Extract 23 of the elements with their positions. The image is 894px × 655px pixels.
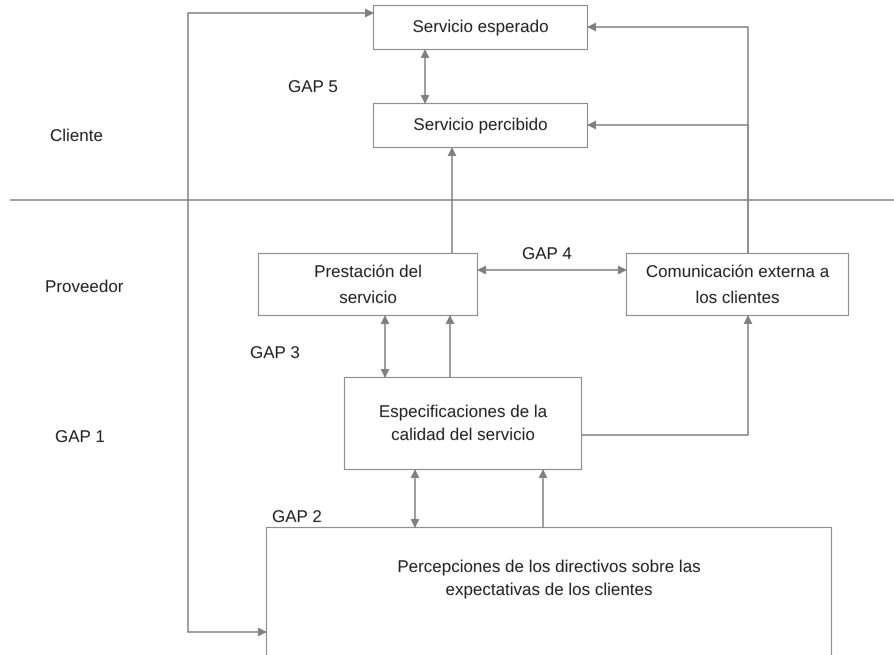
arrow [448, 147, 456, 253]
arrow [410, 469, 420, 528]
process-box: Comunicación externa a los clientes [626, 253, 849, 316]
gap-label: GAP 5 [288, 77, 338, 97]
arrow [420, 49, 430, 104]
arrow [477, 266, 627, 274]
arrow [587, 120, 749, 253]
section-label: Cliente [50, 126, 103, 146]
arrow [446, 315, 454, 377]
arrow [538, 469, 548, 527]
arrow [380, 315, 390, 378]
gap-label: GAP 1 [55, 427, 105, 447]
arrow [582, 315, 752, 436]
process-box: Especificaciones de la calidad del servicio [344, 377, 582, 470]
process-box: Servicio percibido [373, 103, 588, 148]
process-box: Servicio esperado [373, 5, 588, 50]
process-box: Prestación del servicio [258, 253, 478, 316]
gap-label: GAP 3 [250, 343, 300, 363]
section-label: Proveedor [45, 277, 124, 297]
gap-label: GAP 4 [522, 244, 572, 264]
process-box: Percepciones de los directivos sobre las expectativas de los clientes [266, 527, 832, 655]
arrow [187, 8, 374, 636]
gap-label: GAP 2 [272, 507, 322, 527]
